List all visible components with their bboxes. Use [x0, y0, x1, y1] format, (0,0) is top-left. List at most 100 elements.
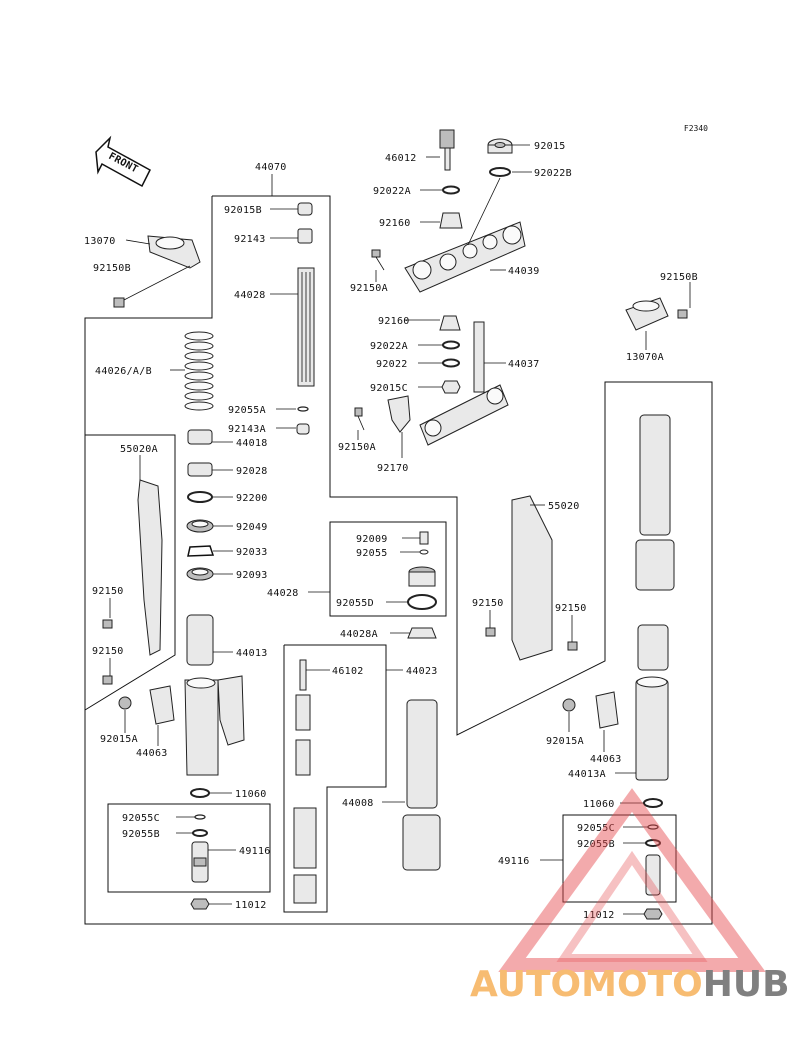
- label-92093: 92093: [236, 570, 268, 581]
- label-92022a-top: 92022A: [373, 186, 411, 197]
- label-92150-l2: 92150: [92, 646, 124, 657]
- part-92200-washer: [187, 491, 213, 503]
- label-92150a-top: 92150A: [350, 283, 388, 294]
- label-92028: 92028: [236, 466, 268, 477]
- label-13070: 13070: [84, 236, 116, 247]
- watermark: AUTOMOTOHUB: [470, 788, 790, 1005]
- part-55020-guard: [511, 495, 553, 661]
- label-11012-right: 11012: [583, 910, 615, 921]
- label-44008: 44008: [342, 798, 374, 809]
- part-44026-spring: [184, 331, 214, 411]
- label-92015c: 92015C: [370, 383, 408, 394]
- label-92049: 92049: [236, 522, 268, 533]
- part-92033-clip: [187, 545, 215, 557]
- label-92033: 92033: [236, 547, 268, 558]
- part-92170-clamp: [387, 395, 411, 433]
- part-92022b-washer: [489, 167, 511, 177]
- part-11060-gasket-left: [190, 788, 210, 798]
- label-92055b-right: 92055B: [577, 839, 615, 850]
- valve-kit-right-box: [562, 814, 677, 903]
- part-92150-bolt-r1: [485, 627, 496, 637]
- label-44023: 44023: [406, 666, 438, 677]
- part-92150a-bolt-top: [371, 249, 385, 271]
- label-44070: 44070: [255, 162, 287, 173]
- cartridge-box: [283, 644, 387, 913]
- part-13070a-clamp: [625, 297, 669, 331]
- part-44028-rod: [297, 267, 315, 387]
- label-92143a: 92143A: [228, 424, 266, 435]
- label-44026: 44026/A/B: [95, 366, 152, 377]
- label-92055b-left: 92055B: [122, 829, 160, 840]
- label-92160-mid: 92160: [378, 316, 410, 327]
- label-92150-r1: 92150: [472, 598, 504, 609]
- part-44028a-seat: [407, 627, 437, 639]
- label-49116-right: 49116: [498, 856, 530, 867]
- label-92055a-mid: 92055A: [228, 405, 266, 416]
- label-44013a: 44013A: [568, 769, 606, 780]
- part-92055c-oring-left: [194, 814, 206, 820]
- part-49116-valve-left: [191, 841, 209, 883]
- part-92055a-oring-mid: [297, 406, 309, 412]
- label-44028-rod: 44028: [234, 290, 266, 301]
- part-92160-bearing-top: [439, 212, 463, 229]
- part-44023-cartridge: [293, 807, 317, 904]
- label-92015: 92015: [534, 141, 566, 152]
- part-44013-outer-tube: [184, 614, 245, 776]
- part-11060-gasket-right: [643, 798, 663, 808]
- watermark-triangle: [498, 788, 766, 972]
- label-92150a-mid: 92150A: [338, 442, 376, 453]
- figure-code: F2340: [683, 124, 708, 133]
- part-92150-bolt-r2: [567, 641, 578, 651]
- label-92055c-left: 92055C: [122, 813, 160, 824]
- part-92055d-oring: [407, 594, 437, 610]
- valve-kit-left-box: [107, 803, 271, 893]
- part-92160-bearing-mid: [439, 315, 461, 331]
- part-92150-bolt-l2: [102, 675, 113, 685]
- label-44013: 44013: [236, 648, 268, 659]
- label-92055d: 92055D: [336, 598, 374, 609]
- part-92150b-bolt-right: [677, 309, 688, 319]
- label-92055-box: 92055: [356, 548, 388, 559]
- label-92015a-left: 92015A: [100, 734, 138, 745]
- part-92009-screw: [419, 531, 429, 545]
- label-92022b-top: 92022B: [534, 168, 572, 179]
- label-92170: 92170: [377, 463, 409, 474]
- part-11012-nut-right: [643, 908, 663, 920]
- part-11012-nut-left: [190, 898, 210, 910]
- label-92150-r2: 92150: [555, 603, 587, 614]
- label-11060-right: 11060: [583, 799, 615, 810]
- part-92150-bolt-l1: [102, 619, 113, 629]
- part-44028-cap: [408, 566, 436, 587]
- label-55020a: 55020A: [120, 444, 158, 455]
- label-49116-left: 49116: [239, 846, 271, 857]
- part-92143a-collar: [296, 423, 310, 435]
- label-46102: 46102: [332, 666, 364, 677]
- label-44028-box: 44028: [267, 588, 299, 599]
- leader-lines: [109, 144, 691, 915]
- part-92150a-bolt-mid: [354, 407, 365, 431]
- label-11060-left: 11060: [235, 789, 267, 800]
- label-92015a-right: 92015A: [546, 736, 584, 747]
- part-44037-stem: [419, 321, 509, 446]
- watermark-part1: AUTOMOTO: [470, 964, 703, 1005]
- label-92150b-right: 92150B: [660, 272, 698, 283]
- left-bottom-box: [84, 434, 176, 711]
- part-44063-holder-right: [595, 691, 619, 729]
- watermark-text: AUTOMOTOHUB: [470, 964, 790, 1005]
- damper-kit-box: [329, 521, 447, 617]
- part-44063-holder-left: [149, 685, 175, 725]
- label-92150b-left: 92150B: [93, 263, 131, 274]
- part-92015c-nut: [441, 380, 461, 394]
- label-92009: 92009: [356, 534, 388, 545]
- watermark-part2: HUB: [703, 964, 790, 1005]
- part-92022a-washer-mid: [442, 340, 460, 350]
- label-55020: 55020: [548, 501, 580, 512]
- part-46102-rod: [295, 659, 311, 776]
- label-92022a-mid: 92022A: [370, 341, 408, 352]
- label-44063-left: 44063: [136, 748, 168, 759]
- part-labels: 44070 46012 92015 92022B 92022A 92160 44…: [84, 141, 698, 921]
- part-92015-nut: [487, 138, 513, 154]
- part-92015b-nut: [297, 202, 313, 216]
- label-92015b: 92015B: [224, 205, 262, 216]
